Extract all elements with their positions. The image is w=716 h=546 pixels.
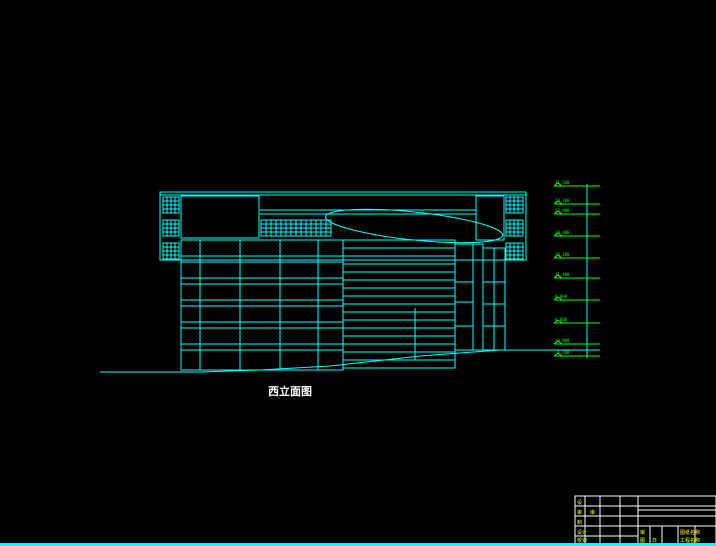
elevation-triangle-icon [553,340,563,345]
ellipse-roof [324,208,504,244]
title-block-cell: 工程名称 [680,537,700,544]
elevation-triangle-icon [553,210,563,215]
elevation-triangle-icon [553,274,563,279]
elevation-label: ±0.000 [555,338,570,343]
elevation-label: 19.900 [555,230,570,235]
elevation-label: 8.000 [555,294,568,299]
title-block-cell: 校对 [577,537,587,544]
elevation-triangle-icon [553,232,563,237]
elevation-triangle-icon [553,200,563,205]
title-block-cell: 图纸名称 [680,529,700,536]
elevation-triangle-icon [553,296,563,301]
title-block-cell: 审 [590,509,595,516]
title-block-cell: 制 [577,519,582,526]
elevation-label: 23.900 [555,208,570,213]
elevation-label: 31.500 [555,180,570,185]
parapet-grid [260,219,332,237]
title-block-cell: 设计 [577,529,587,536]
elevation-triangle-icon [553,254,563,259]
elevation-label: 29.100 [555,198,570,203]
banded-section [342,239,456,369]
title-block-cell: 日 [652,538,657,544]
title-block-cell: 设 [577,499,582,506]
elevation-label: 4.000 [555,317,568,322]
drawing-title: 西立面图 [268,385,312,398]
right-window-grid [505,196,524,260]
elevation-triangle-icon [553,319,563,324]
title-block: 设审审制设计校对审图日图纸名称工程名称 [574,495,716,545]
title-block-cell: 审 [577,509,582,516]
building-elevation [100,191,600,373]
elevation-triangle-icon [553,182,563,187]
elevation-label: 11.400 [555,272,570,277]
title-block-cell: 审 [640,529,645,536]
elevation-triangle-icon [553,352,563,357]
elevation-label: 16.200 [555,252,570,257]
elevation-label: -1.200 [555,350,570,355]
elevation-scale: 31.500 29.100 23.900 19.900 16.200 11.400 8.00… [553,180,600,358]
ground-line [100,349,600,373]
left-window-grid [162,196,180,260]
title-block-cell: 图 [640,538,645,544]
bottom-border-line [0,543,716,546]
